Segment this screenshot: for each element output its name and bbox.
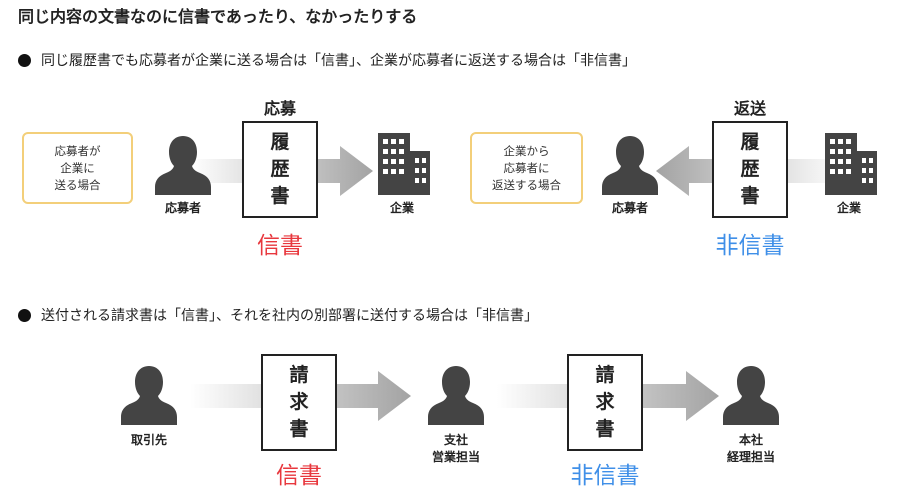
page-title: 同じ内容の文書なのに信書であったり、なかったりする xyxy=(18,7,418,26)
bullet-dot xyxy=(18,308,31,322)
branch-sales-label: 支社 営業担当 xyxy=(431,433,480,464)
left-action-label: 応募 xyxy=(263,99,296,118)
right-note-box: 企業から 応募者に 返送する場合 xyxy=(470,132,583,204)
hq-person-icon xyxy=(720,362,782,428)
company-building-icon xyxy=(823,131,879,195)
section1-heading: 同じ履歴書でも応募者が企業に送る場合は「信書」、企業が応募者に返送する場合は「非… xyxy=(18,50,636,70)
left-note-text: 応募者が 企業に 送る場合 xyxy=(54,143,101,192)
invoice-doc-1: 請 求 書 xyxy=(261,354,337,451)
doc-char: 書 xyxy=(740,185,760,207)
client-person-icon xyxy=(118,362,180,428)
company-building-icon xyxy=(376,131,432,195)
invoice-status-hishinsho: 非信書 xyxy=(570,463,640,489)
left-applicant-label: 応募者 xyxy=(164,201,201,215)
right-company-label: 企業 xyxy=(836,201,861,215)
left-status-shinsho: 信書 xyxy=(257,233,303,259)
bullet-dot xyxy=(18,53,31,67)
applicant-icon xyxy=(152,132,214,198)
doc-char: 履 xyxy=(740,131,760,153)
right-resume-doc: 履 歴 書 xyxy=(712,121,788,218)
section2-bullet-text: 送付される請求書は「信書」、それを社内の別部署に送付する場合は「非信書」 xyxy=(41,308,538,324)
hq-accounting-label: 本社 経理担当 xyxy=(726,433,775,464)
section1-bullet-text: 同じ履歴書でも応募者が企業に送る場合は「信書」、企業が応募者に返送する場合は「非… xyxy=(41,53,636,69)
doc-char: 書 xyxy=(595,418,615,440)
doc-char: 求 xyxy=(289,391,309,413)
right-action-label: 返送 xyxy=(733,99,766,118)
left-company-label: 企業 xyxy=(389,201,414,215)
doc-char: 請 xyxy=(289,364,309,386)
left-note-box: 応募者が 企業に 送る場合 xyxy=(22,132,133,204)
right-applicant-label: 応募者 xyxy=(611,201,648,215)
applicant-icon xyxy=(599,132,661,198)
branch-person-icon xyxy=(425,362,487,428)
left-resume-doc: 履 歴 書 xyxy=(242,121,318,218)
doc-char: 求 xyxy=(595,391,615,413)
right-note-text: 企業から 応募者に 返送する場合 xyxy=(492,143,561,192)
doc-char: 書 xyxy=(289,418,309,440)
doc-char: 書 xyxy=(270,185,290,207)
doc-char: 履 xyxy=(270,131,290,153)
client-label: 取引先 xyxy=(130,433,167,447)
right-status-hishinsho: 非信書 xyxy=(715,233,785,259)
doc-char: 歴 xyxy=(270,158,290,180)
invoice-doc-2: 請 求 書 xyxy=(567,354,643,451)
doc-char: 請 xyxy=(595,364,615,386)
invoice-status-shinsho: 信書 xyxy=(276,463,322,489)
section2-heading: 送付される請求書は「信書」、それを社内の別部署に送付する場合は「非信書」 xyxy=(18,305,538,325)
doc-char: 歴 xyxy=(740,158,760,180)
